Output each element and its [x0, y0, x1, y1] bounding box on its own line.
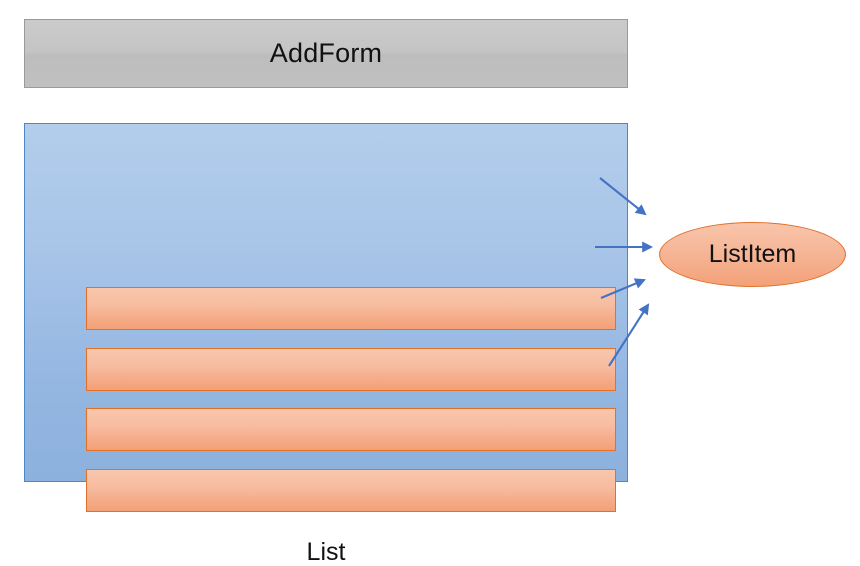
diagram-canvas: AddForm List ListItem — [24, 19, 846, 565]
list-component-box[interactable]: List — [24, 123, 628, 565]
list-item-bar-4[interactable] — [86, 469, 616, 512]
list-item-bar-1[interactable] — [86, 287, 616, 330]
listitem-component-ellipse[interactable]: ListItem — [659, 222, 846, 287]
list-item-bar-3[interactable] — [86, 408, 616, 451]
list-label: List — [306, 538, 346, 566]
list-item-bar-2[interactable] — [86, 348, 616, 391]
listitem-label: ListItem — [708, 240, 797, 268]
addform-label: AddForm — [269, 38, 383, 68]
addform-component-box[interactable]: AddForm — [24, 19, 628, 88]
